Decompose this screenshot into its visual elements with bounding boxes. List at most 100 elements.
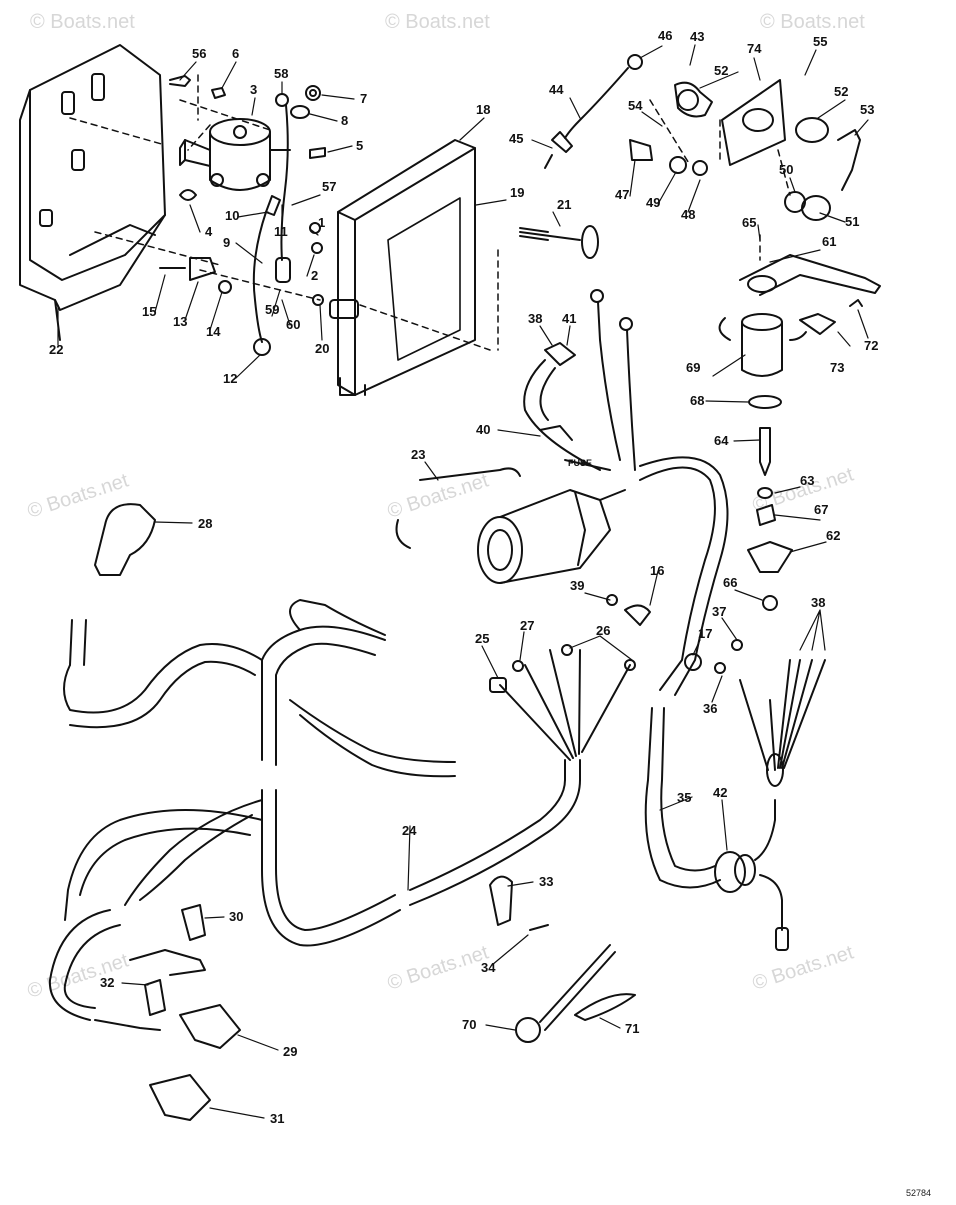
pin-21 xyxy=(519,225,599,259)
callout-label: 26 xyxy=(596,623,610,638)
callout-label: 15 xyxy=(142,304,156,319)
callout-label: 45 xyxy=(509,131,523,146)
callout-label: 65 xyxy=(742,215,756,230)
callout-label: 10 xyxy=(225,208,239,223)
callout-label: 18 xyxy=(476,102,490,117)
key-switch xyxy=(629,79,861,191)
callout-label: 20 xyxy=(315,341,329,356)
callout-label: 48 xyxy=(681,207,695,222)
callout-label: 38 xyxy=(811,595,825,610)
callout-label: 6 xyxy=(232,46,239,61)
upper-leads xyxy=(523,289,636,471)
callout-label: 17 xyxy=(698,626,712,641)
watermark: © Boats.net xyxy=(25,949,132,1002)
callout-label: 28 xyxy=(198,516,212,531)
callout-label: 71 xyxy=(625,1021,639,1036)
callout-label: 59 xyxy=(265,302,279,317)
cable-harness xyxy=(48,456,729,1021)
watermark: © Boats.net xyxy=(750,941,857,994)
callout-label: 57 xyxy=(322,179,336,194)
callout-label: 49 xyxy=(646,195,660,210)
callout-label: 12 xyxy=(223,371,237,386)
callout-label: 46 xyxy=(658,28,672,43)
grommet xyxy=(714,799,789,951)
callout-label: 31 xyxy=(270,1111,284,1126)
terminal-boot xyxy=(94,503,156,576)
watermark: © Boats.net xyxy=(385,11,490,33)
callout-label: 52 xyxy=(834,84,848,99)
callout-label: 23 xyxy=(411,447,425,462)
callout-label: 13 xyxy=(173,314,187,329)
callout-label: 52 xyxy=(714,63,728,78)
mounting-bracket xyxy=(19,44,166,341)
watermark: © Boats.net xyxy=(760,11,865,33)
watermark: © Boats.net xyxy=(25,469,132,522)
callout-label: 43 xyxy=(690,29,704,44)
callout-label: 38 xyxy=(528,311,542,326)
callout-label: 66 xyxy=(723,575,737,590)
callout-label: 73 xyxy=(830,360,844,375)
callout-label: 69 xyxy=(686,360,700,375)
callout-label: 3 xyxy=(250,82,257,97)
callout-label: 25 xyxy=(475,631,489,646)
callout-label: 72 xyxy=(864,338,878,353)
assembly-lines xyxy=(69,74,791,351)
callout-label: 29 xyxy=(283,1044,297,1059)
callout-label: 11 xyxy=(274,224,288,239)
callout-label: 51 xyxy=(845,214,859,229)
solenoid xyxy=(179,118,291,191)
terminal-hardware xyxy=(747,395,793,611)
callout-label: 64 xyxy=(714,433,729,448)
battery-hardware xyxy=(94,904,241,1121)
callout-label: 40 xyxy=(476,422,490,437)
solenoid-leads xyxy=(252,93,291,356)
callout-label: 55 xyxy=(813,34,827,49)
callout-label: 2 xyxy=(311,268,318,283)
callout-label: 60 xyxy=(286,317,300,332)
callout-label: 54 xyxy=(628,98,643,113)
callout-label: 53 xyxy=(860,102,874,117)
knobs xyxy=(784,191,831,221)
callout-label: 16 xyxy=(650,563,664,578)
callout-label: 22 xyxy=(49,342,63,357)
hook-rod xyxy=(515,944,636,1043)
callout-label: 33 xyxy=(539,874,553,889)
callout-label: 74 xyxy=(747,41,762,56)
wire-clip xyxy=(395,467,521,549)
callout-label: 44 xyxy=(549,82,564,97)
callout-label: 27 xyxy=(520,618,534,633)
watermark: © Boats.net xyxy=(385,941,492,994)
callout-labels: 1 2 3 4 5 6 7 8 9 10 11 12 13 14 15 16 1… xyxy=(49,28,878,1126)
cable-clamp xyxy=(489,875,549,931)
callout-label: 8 xyxy=(341,113,348,128)
callout-label: 68 xyxy=(690,393,704,408)
callout-label: 39 xyxy=(570,578,584,593)
callout-label: 42 xyxy=(713,785,727,800)
small-hardware xyxy=(159,75,326,306)
callout-label: 30 xyxy=(229,909,243,924)
callout-label: 5 xyxy=(356,138,363,153)
leader-lines xyxy=(57,44,869,1119)
callout-label: 37 xyxy=(712,604,726,619)
callout-label: 7 xyxy=(360,91,367,106)
callout-label: 50 xyxy=(779,162,793,177)
watermark: © Boats.net xyxy=(30,11,135,33)
callout-label: 9 xyxy=(223,235,230,250)
coil-assembly xyxy=(718,254,881,377)
callout-label: 56 xyxy=(192,46,206,61)
callout-label: 36 xyxy=(703,701,717,716)
callout-label: 21 xyxy=(557,197,571,212)
callout-label: 58 xyxy=(274,66,288,81)
callout-label: 4 xyxy=(205,224,213,239)
connector-plug xyxy=(477,489,626,584)
callout-label: 62 xyxy=(826,528,840,543)
callout-label: 19 xyxy=(510,185,524,200)
callout-label: 1 xyxy=(318,215,325,230)
callout-label: 32 xyxy=(100,975,114,990)
callout-label: 34 xyxy=(481,960,496,975)
callout-label: 70 xyxy=(462,1017,476,1032)
fuse-label: FUSE xyxy=(568,458,592,468)
ground-strap xyxy=(544,54,643,169)
